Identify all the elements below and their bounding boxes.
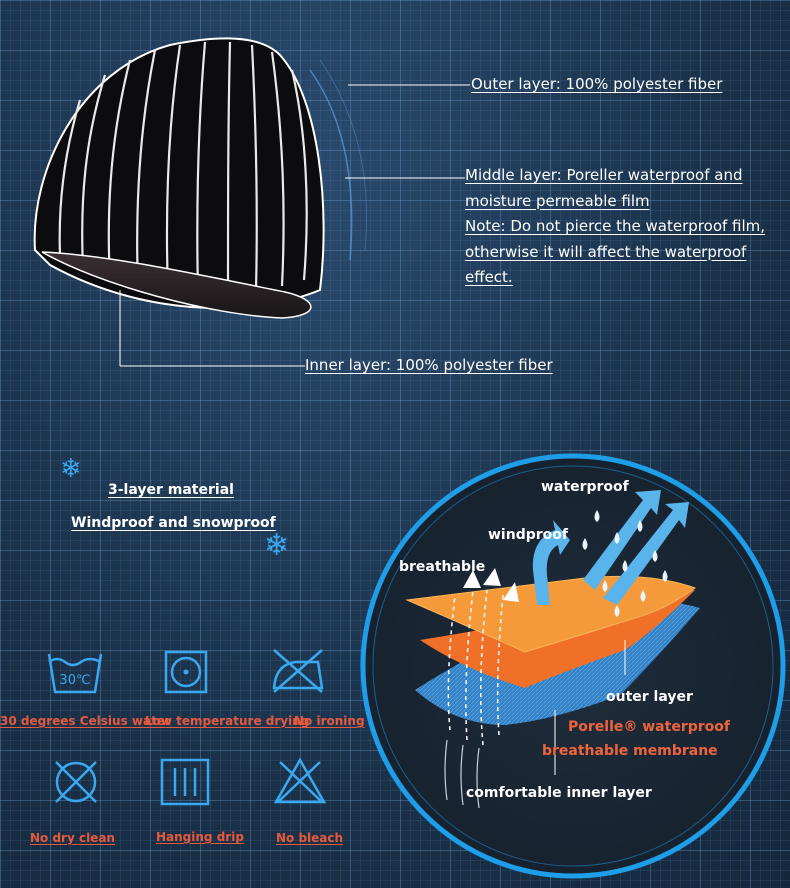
feature-windproof: Windproof and snowproof [71,515,276,531]
feature-3-layer: 3-layer material [108,482,234,498]
layer-diagram [360,453,786,879]
no-dry-clean-icon [55,761,97,803]
diagram-membrane-label-1: Porelle® waterproof [568,719,730,735]
tumble-dry-low-icon [164,650,208,694]
diagram-breathable-label: breathable [399,559,486,575]
middle-layer-note: Middle layer: Poreller waterproof and mo… [465,163,765,291]
care-label-dry: Low temperature drying [145,714,310,728]
snowflake-icon: ❄ [264,528,290,563]
wash-30-icon: 30℃ [47,653,103,694]
wash-temp-text: 30℃ [59,673,90,688]
beanie-illustration [33,37,368,319]
drip-dry-icon [160,758,210,806]
diagram-windproof-label: windproof [488,527,568,543]
no-iron-icon [272,649,324,693]
snowflake-icon: ❄ [60,454,82,484]
middle-layer-line-5: effect. [465,268,513,286]
care-label-drip: Hanging drip [156,830,244,844]
leader-lines [119,84,470,367]
diagram-membrane-label-2: breathable membrane [542,743,718,759]
middle-layer-line-4: otherwise it will affect the waterproof [465,242,747,261]
diagram-inner-layer-label: comfortable inner layer [466,785,652,801]
outer-layer-label: Outer layer: 100% polyester fiber [471,75,723,93]
middle-layer-line-3: Note: Do not pierce the waterproof film, [465,217,766,235]
care-label-dry-clean: No dry clean [30,831,115,845]
care-label-iron: No ironing [294,714,365,728]
middle-layer-line-2: moisture permeable film [465,191,650,210]
inner-layer-label: Inner layer: 100% polyester fiber [305,356,553,374]
no-bleach-icon [273,757,327,804]
diagram-waterproof-label: waterproof [541,479,629,495]
middle-layer-line-1: Middle layer: Poreller waterproof and [465,166,743,184]
diagram-outer-layer-label: outer layer [606,689,693,705]
care-label-wash: 30 degrees Celsius water [0,714,171,728]
care-label-bleach: No bleach [276,831,344,845]
